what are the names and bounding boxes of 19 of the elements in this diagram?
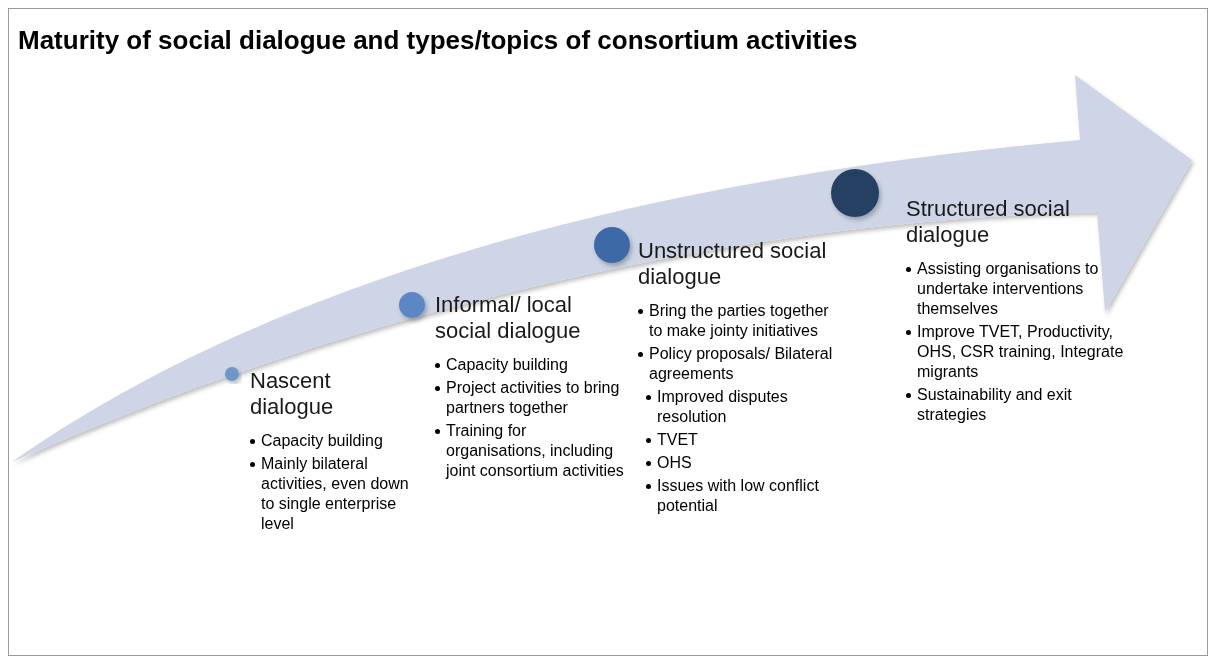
bullet-text: Sustainability and exit strategies	[917, 384, 1073, 425]
bullet-text: Capacity building	[261, 430, 383, 451]
bullet-text: Project activities to bring partners together	[446, 377, 621, 418]
bullet-text: Improve TVET, Productivity, OHS, CSR training, Integrate migrants	[917, 321, 1125, 382]
bullet-text: Assisting organisations to undertake interventions themselves	[917, 258, 1100, 319]
bullet-text: Policy proposals/ Bilateral agreements	[649, 343, 834, 384]
bullet-text: Mainly bilateral activities, even down to single enterprise level	[261, 453, 410, 534]
bullet-text: Capacity building	[446, 354, 568, 375]
bullet-text: Issues with low conflict potential	[657, 475, 820, 516]
bullet-text: OHS	[657, 452, 692, 473]
bullet-text: TVET	[657, 429, 698, 450]
stage-heading: Unstructured social dialogue	[638, 238, 828, 291]
title: Maturity of social dialogue and types/topics of consortium activities	[18, 24, 858, 57]
stage-heading: Nascent dialogue	[250, 368, 335, 421]
bullet-text: Bring the parties together to make jointy initiatives	[649, 300, 830, 341]
bullet-text: Training for organisations, including joint consortium activities	[446, 420, 625, 481]
stage-heading: Structured social dialogue	[906, 196, 1071, 249]
bullet-text: Improved disputes resolution	[657, 386, 789, 427]
stage-heading: Informal/ local social dialogue	[435, 292, 582, 345]
